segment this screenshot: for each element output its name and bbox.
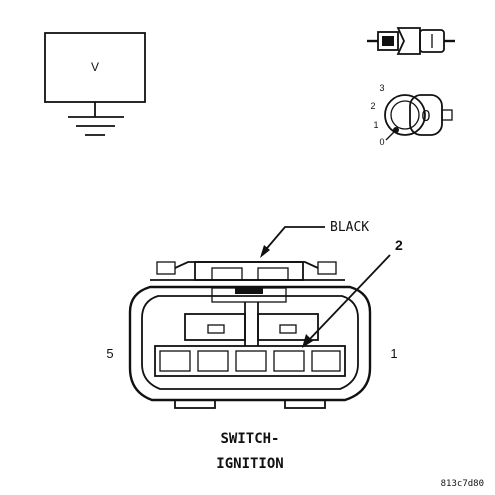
latch-slot-left xyxy=(211,267,243,281)
key-symbol: 0 xyxy=(422,108,431,125)
foot-right xyxy=(284,399,326,409)
voltmeter-label: V xyxy=(91,60,99,74)
black-leader-arrowhead xyxy=(260,245,270,258)
latch-slot-right xyxy=(257,267,289,281)
switch-body-dark xyxy=(382,36,394,46)
key-cylinder-inner xyxy=(390,100,420,130)
connector-drawing xyxy=(128,261,372,409)
terminal-row xyxy=(154,345,346,377)
figure-code: 813c7d80 xyxy=(441,479,484,489)
ignition-key-icon: 3 2 1 0 0 xyxy=(370,83,453,147)
cavity-key-right xyxy=(279,324,297,334)
latch-ear-left xyxy=(156,261,176,275)
terminal-cavity-3 xyxy=(235,350,267,372)
lock-tab-dark xyxy=(235,288,263,294)
key-blade xyxy=(441,109,453,121)
callout-number-2: 2 xyxy=(395,237,403,253)
cavity-key-left xyxy=(207,324,225,334)
cavity-housing-left xyxy=(184,313,246,341)
cavity-housing-right xyxy=(257,313,319,341)
pin-label-right: 1 xyxy=(390,346,397,361)
key-position-2: 2 xyxy=(370,101,375,111)
key-cylinder xyxy=(384,94,426,136)
key-pointer-line xyxy=(385,129,397,141)
latch-ear-right xyxy=(317,261,337,275)
connector-inner-shell xyxy=(141,295,359,390)
key-position-3: 3 xyxy=(379,83,384,93)
key-position-0: 0 xyxy=(379,137,384,147)
key-position-1: 1 xyxy=(373,120,378,130)
connector-callouts: BLACK 2 5 1 xyxy=(106,220,403,361)
foot-left xyxy=(174,399,216,409)
switch-icon xyxy=(367,27,455,55)
switch-rocker xyxy=(396,27,421,55)
terminal-cavity-5 xyxy=(159,350,191,372)
pin-label-left: 5 xyxy=(106,346,113,361)
switch-body-left xyxy=(377,31,399,51)
terminal-cavity-1 xyxy=(311,350,341,372)
connector-outer-shell xyxy=(128,285,372,402)
terminal-cavity-2 xyxy=(273,350,305,372)
terminal-cavity-4 xyxy=(197,350,229,372)
black-label: BLACK xyxy=(330,220,369,235)
switch-body-right xyxy=(419,29,445,53)
callout-2-arrowhead xyxy=(302,334,313,348)
latch-body xyxy=(194,261,304,281)
black-leader xyxy=(261,226,325,255)
connector-name-line1: SWITCH- xyxy=(220,431,279,447)
voltmeter-symbol: V xyxy=(44,32,146,136)
connector-name-line2: IGNITION xyxy=(216,456,283,472)
